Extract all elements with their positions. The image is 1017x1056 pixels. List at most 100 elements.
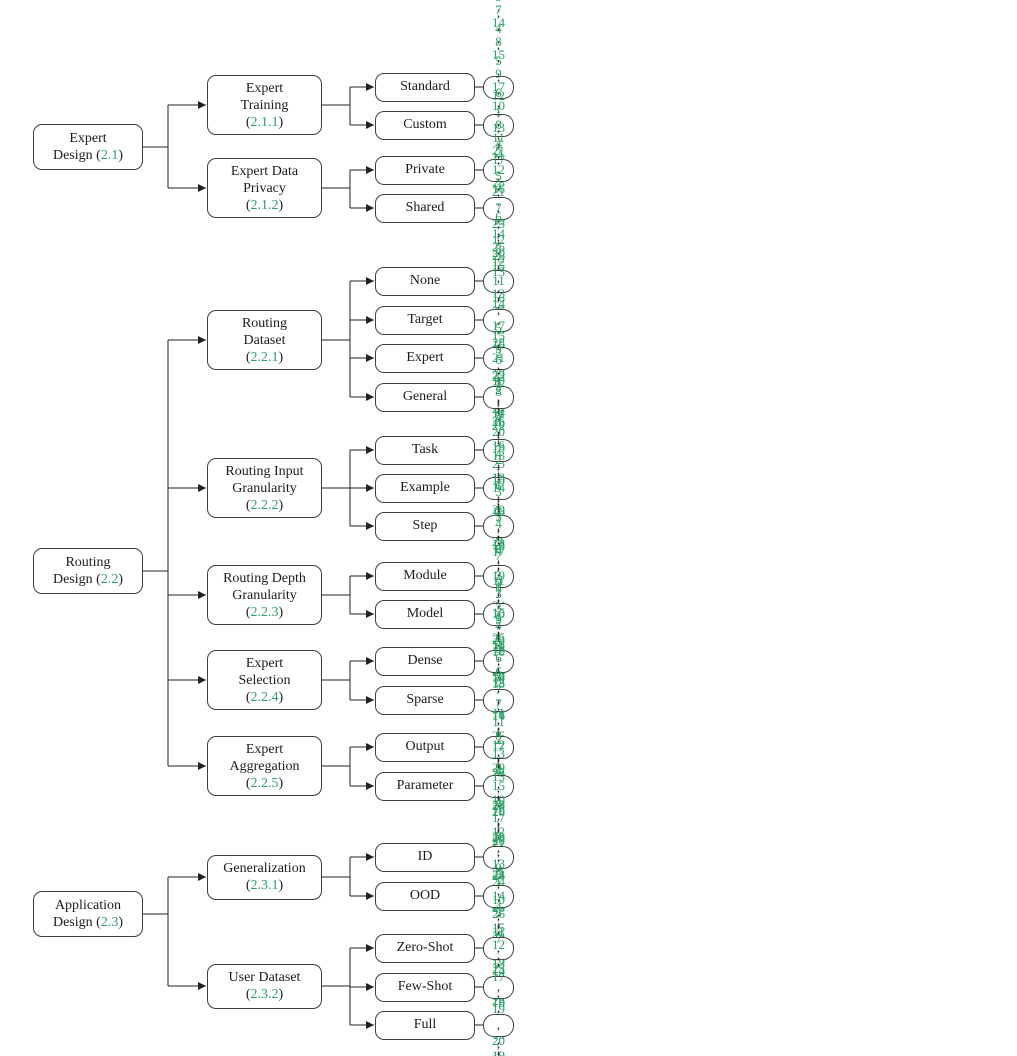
citation-link[interactable]: 12 [492, 737, 505, 752]
citation-link[interactable]: 20 [492, 424, 505, 439]
citation-link[interactable]: 11 [492, 924, 505, 939]
citation-link[interactable]: 4 [495, 136, 502, 151]
citation-link[interactable]: 15 [492, 472, 505, 487]
citation-link[interactable]: 11 [492, 714, 505, 729]
citation-link[interactable]: 18 [492, 995, 505, 1010]
citation-link[interactable]: 3 [495, 378, 502, 393]
citation-link[interactable]: 5 [495, 611, 502, 626]
citation-link[interactable]: 10 [492, 892, 505, 907]
citation-link[interactable]: 5 [495, 168, 502, 183]
citation-link[interactable]: 6 [495, 85, 502, 100]
citation-link[interactable]: 13 [492, 448, 505, 463]
citation-link[interactable]: 14 [492, 708, 505, 723]
citation-link[interactable]: 14 [492, 963, 505, 978]
citation-link[interactable]: 2 [495, 732, 502, 747]
citation-link[interactable]: 29 [492, 760, 505, 775]
citation-link[interactable]: 21 [492, 184, 505, 199]
citation-link[interactable]: 21 [492, 143, 505, 158]
citation-link[interactable]: 13 [492, 120, 505, 135]
citation-link[interactable]: 6 [495, 209, 502, 224]
citation-link[interactable]: 3 [495, 484, 502, 499]
citation-link[interactable]: 5 [495, 641, 502, 656]
citation-link[interactable]: 7 [495, 200, 502, 215]
citation-link[interactable]: 7 [495, 510, 502, 525]
citation-link[interactable]: 9 [495, 66, 502, 81]
citation-link[interactable]: 14 [492, 226, 505, 241]
citation-link[interactable]: 1 [495, 609, 502, 624]
citation-link[interactable]: 4 [495, 446, 502, 461]
citation-link[interactable]: 20 [492, 804, 505, 819]
citation-link[interactable]: 1 [495, 579, 502, 594]
citation-link[interactable]: 10 [492, 606, 505, 621]
citation-link[interactable]: 7 [495, 682, 502, 697]
citation-link[interactable]: 3 [495, 600, 502, 615]
citation-link[interactable]: 14 [492, 15, 505, 30]
citation-link[interactable]: 25 [492, 216, 505, 231]
citation-link[interactable]: 6 [495, 541, 502, 556]
citation-link[interactable]: 3 [495, 177, 502, 192]
citation-link[interactable]: 7 [495, 931, 502, 946]
citation-link[interactable]: 9 [495, 612, 502, 627]
section-ref-link[interactable]: 2.3.2 [250, 987, 279, 1002]
citation-link[interactable]: 2 [495, 568, 502, 583]
citation-link[interactable]: 6 [495, 796, 502, 811]
citation-link[interactable]: 9 [495, 760, 502, 775]
citation-link[interactable]: 3 [495, 867, 502, 882]
citation-link[interactable]: 1 [495, 374, 502, 389]
citation-link[interactable]: 25 [492, 630, 505, 645]
citation-link[interactable]: 16 [492, 438, 505, 453]
citation-link[interactable]: 7 [495, 442, 502, 457]
citation-link[interactable]: 13 [492, 440, 505, 455]
citation-link[interactable]: 18 [492, 470, 505, 485]
citation-link[interactable]: 1 [495, 104, 502, 119]
citation-link[interactable]: 20 [492, 245, 505, 260]
citation-link[interactable]: 29 [492, 829, 505, 844]
citation-link[interactable]: 10 [492, 98, 505, 113]
citation-link[interactable]: 11 [492, 406, 505, 421]
citation-link[interactable]: 8 [495, 673, 502, 688]
citation-link[interactable]: 25 [492, 961, 505, 976]
citation-link[interactable]: 4 [495, 618, 502, 633]
citation-link[interactable]: 27 [492, 798, 505, 813]
citation-link[interactable]: 8 [495, 580, 502, 595]
citation-link[interactable]: 3 [495, 0, 502, 5]
citation-link[interactable]: 1 [495, 477, 502, 492]
citation-link[interactable]: 8 [495, 542, 502, 557]
citation-link[interactable]: 11 [492, 573, 505, 588]
citation-link[interactable]: 3 [495, 414, 502, 429]
citation-link[interactable]: 14 [492, 670, 505, 685]
citation-link[interactable]: 14 [492, 405, 505, 420]
citation-link[interactable]: 26 [492, 906, 505, 921]
citation-link[interactable]: 21 [492, 534, 505, 549]
section-ref-link[interactable]: 2.2.4 [250, 689, 279, 705]
citation-link[interactable]: 9 [495, 341, 502, 356]
citation-link[interactable]: 19 [492, 568, 505, 583]
citation-link[interactable]: 26 [492, 414, 505, 429]
citation-link[interactable]: 15 [492, 778, 505, 793]
citation-link[interactable]: 12 [492, 162, 505, 177]
citation-link[interactable]: 5 [495, 408, 502, 423]
citation-link[interactable]: 8 [495, 728, 502, 743]
section-ref-link[interactable]: 2.1.2 [250, 197, 279, 213]
citation-link[interactable]: 10 [492, 373, 505, 388]
citation-link[interactable]: 15 [492, 920, 505, 935]
citation-link[interactable]: 13 [492, 956, 505, 971]
citation-link[interactable]: 20 [492, 502, 505, 517]
section-ref-link[interactable]: 2.2.2 [250, 497, 279, 513]
citation-link[interactable]: 15 [492, 605, 505, 620]
citation-link[interactable]: 11 [492, 273, 505, 288]
citation-link[interactable]: 20 [492, 833, 505, 848]
citation-link[interactable]: 2 [495, 145, 502, 160]
citation-link[interactable]: 10 [492, 792, 505, 807]
citation-link[interactable]: 19 [492, 803, 505, 818]
citation-link[interactable]: 4 [495, 21, 502, 36]
citation-link[interactable]: 13 [492, 746, 505, 761]
citation-link[interactable]: 11 [492, 705, 505, 720]
citation-link[interactable]: 4 [495, 516, 502, 531]
citation-link[interactable]: 1 [495, 873, 502, 888]
citation-link[interactable]: 12 [492, 824, 505, 839]
citation-link[interactable]: 1 [495, 376, 502, 391]
section-ref-link[interactable]: 2.1.1 [250, 114, 279, 130]
section-ref-link[interactable]: 2.1 [100, 148, 119, 163]
citation-link[interactable]: 5 [495, 320, 502, 335]
